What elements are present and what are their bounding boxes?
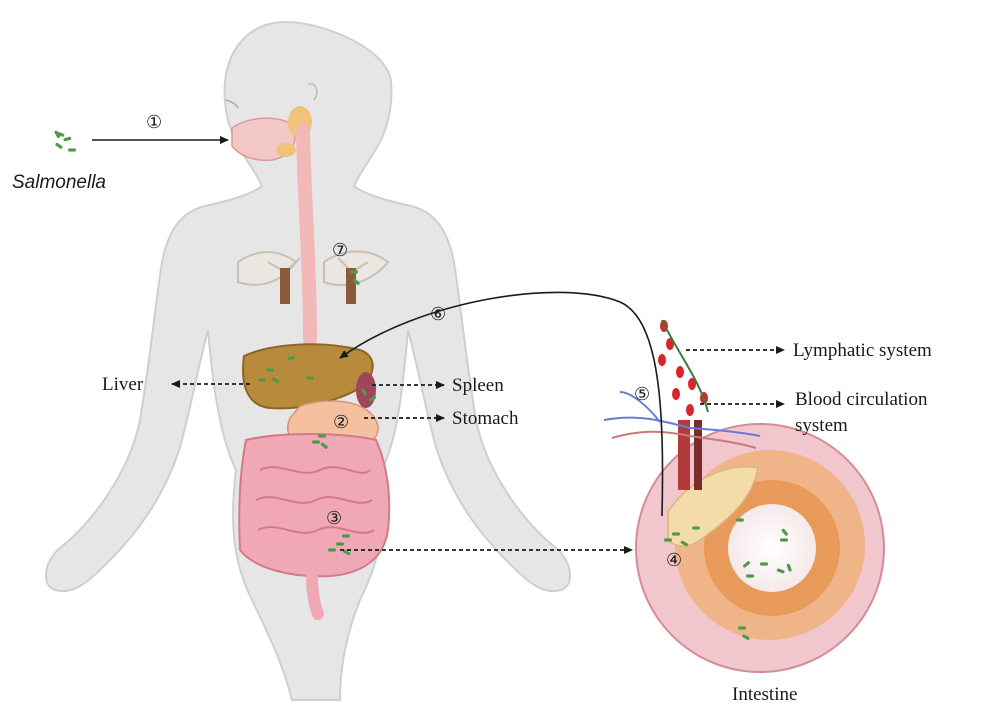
- spleen-organ: [356, 372, 376, 408]
- intestine-label: Intestine: [732, 684, 797, 703]
- liver-label: Liver: [102, 374, 144, 395]
- lymphatic-label: Lymphatic system: [793, 340, 932, 361]
- stomach-label: Stomach: [452, 408, 519, 429]
- salmonella-label: Salmonella: [12, 172, 106, 193]
- blood-label-line2: system: [795, 415, 848, 436]
- esophagus: [303, 130, 310, 340]
- step-1: ①: [146, 112, 162, 133]
- step-4: ④: [666, 550, 682, 571]
- blood-label-line1: Blood circulation: [795, 389, 928, 410]
- intestine-cross-section: [636, 424, 884, 672]
- spleen-label: Spleen: [452, 375, 504, 396]
- step-2: ②: [333, 412, 349, 433]
- step-3: ③: [326, 508, 342, 529]
- lymph-nodes: [658, 320, 708, 416]
- left-bronchus: [280, 268, 290, 304]
- step-6: ⑥: [430, 304, 446, 325]
- step-7: ⑦: [332, 240, 348, 261]
- step-5: ⑤: [634, 384, 650, 405]
